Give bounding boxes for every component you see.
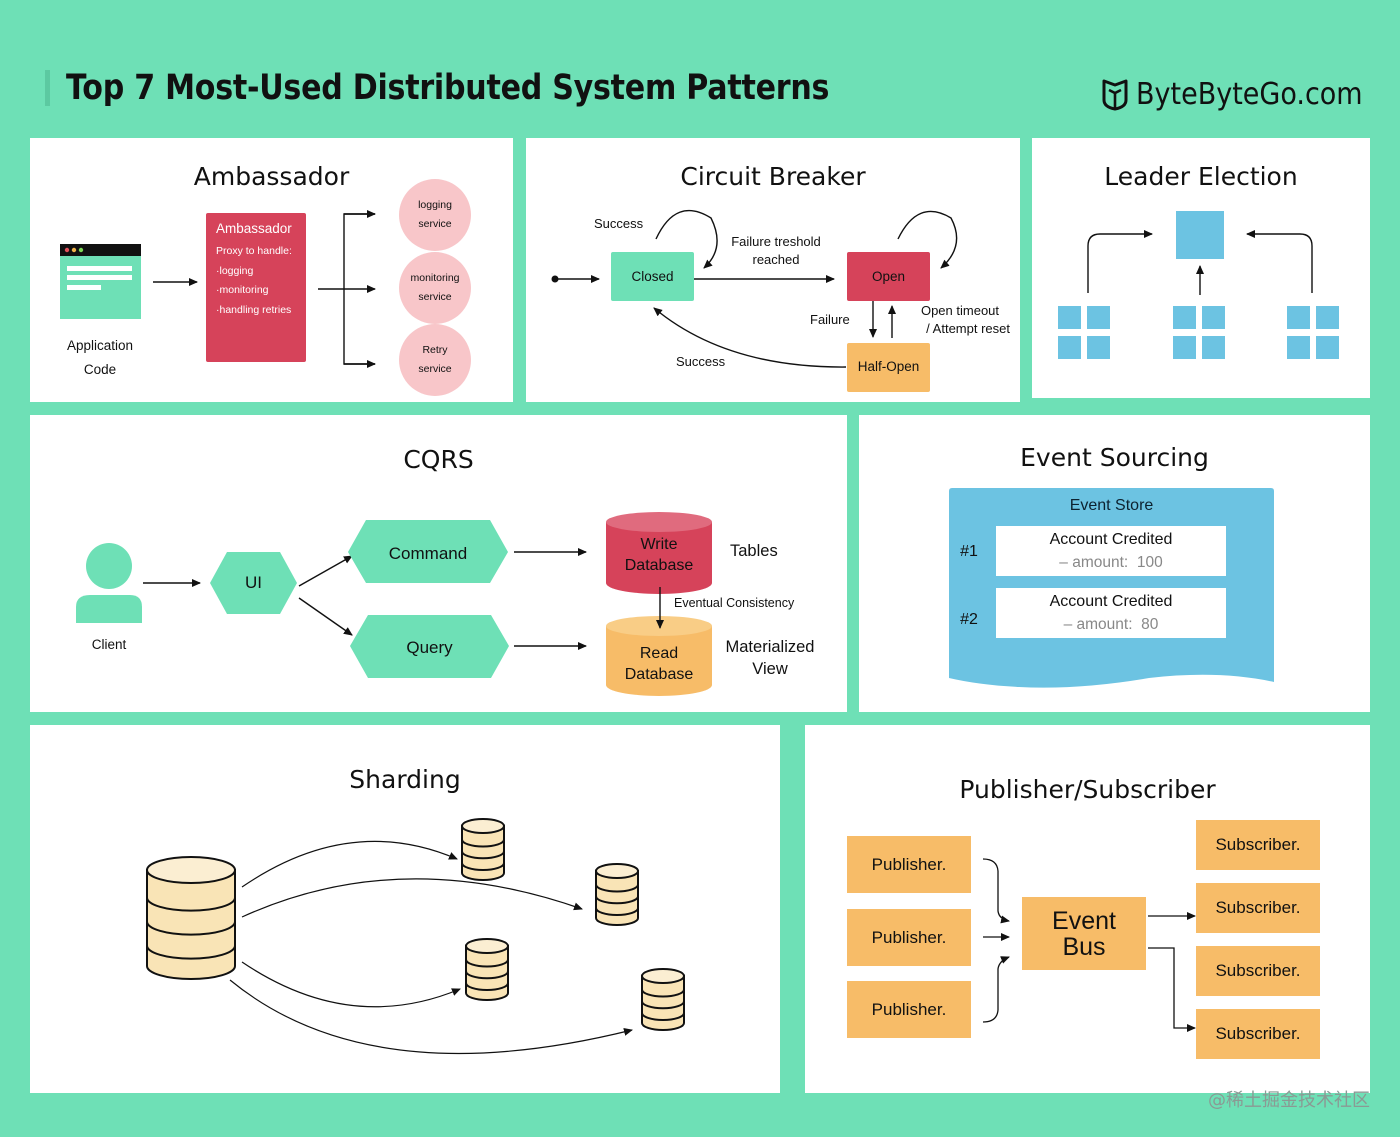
brand-name: ByteByteGo.com: [1136, 76, 1363, 112]
command-label: Command: [388, 544, 468, 563]
shard-cylinder-3: [465, 938, 509, 1001]
state-closed: [611, 252, 694, 301]
state-closed-label: Closed: [631, 269, 674, 284]
shard-cylinder-2: [595, 863, 639, 926]
card-title: Event Sourcing: [1020, 443, 1209, 472]
card-pubsub: Publisher/Subscriber Publisher. Publishe…: [805, 725, 1370, 1093]
card-sharding: Sharding: [30, 725, 780, 1093]
publisher-box: Publisher.: [847, 981, 971, 1038]
event-card-2: [996, 588, 1226, 638]
label-open-timeout: Open timeout/ Attempt reset: [920, 303, 1010, 336]
event-index-2: #2: [960, 611, 978, 628]
cqrs-diagram: [76, 512, 712, 696]
event-store-shape: [949, 488, 1274, 688]
card-title: Circuit Breaker: [680, 162, 866, 191]
event-name: Account Credited: [1049, 593, 1173, 610]
start-dot: [551, 275, 559, 283]
card-circuit-breaker: Circuit Breaker Closed Open Half-Open Su…: [526, 138, 1020, 402]
tables-label: Tables: [730, 542, 778, 560]
label-success-loop: Success: [594, 216, 644, 231]
event-detail: – amount: 80: [1063, 616, 1159, 633]
service-circle-monitoring: [399, 252, 471, 324]
brand[interactable]: ByteByteGo.com: [1100, 76, 1388, 112]
watermark: @稀土掘金技术社区: [1208, 1090, 1370, 1111]
shard-arrow-1: [241, 840, 458, 888]
service-circle-logging: [399, 179, 471, 251]
command-hexagon: [348, 520, 508, 583]
ambassador-proxy-box: [206, 213, 306, 362]
subscriber-box: Subscriber.: [1196, 1009, 1320, 1059]
circuit-breaker-diagram: [551, 209, 958, 392]
shard-arrow-4: [229, 979, 633, 1055]
card-title: CQRS: [403, 445, 474, 474]
card-title: Sharding: [349, 765, 461, 794]
ui-hexagon: [210, 552, 297, 614]
query-label: Query: [406, 638, 453, 657]
title-accent-bar: [45, 70, 50, 106]
label-failure: Failure: [810, 312, 850, 327]
publisher-box: Publisher.: [847, 836, 971, 893]
service-circle-retry: [399, 324, 471, 396]
sharding-diagram: [146, 818, 685, 1055]
follower-group-3: [1287, 306, 1339, 359]
publisher-box: Publisher.: [847, 909, 971, 966]
follower-group-2: [1173, 306, 1225, 359]
event-card-1: [996, 526, 1226, 576]
application-window-icon: [60, 244, 141, 319]
shard-arrow-2: [241, 878, 583, 918]
proxy-title: Ambassador: [216, 221, 292, 236]
shard-cylinder-4: [641, 968, 685, 1031]
card-title: Publisher/Subscriber: [959, 775, 1216, 804]
leader-node: [1176, 211, 1224, 259]
state-open: [847, 252, 930, 301]
subscriber-box: Subscriber.: [1196, 883, 1320, 933]
pubsub-diagram: [982, 858, 1196, 1032]
state-open-label: Open: [871, 269, 906, 284]
client-label: Client: [91, 637, 127, 652]
label-success-return: Success: [676, 354, 726, 369]
shard-cylinder-1: [461, 818, 505, 881]
event-1: Account Credited – amount: 100: [996, 528, 1226, 574]
state-half-open: [847, 343, 930, 392]
card-title: Ambassador: [193, 162, 350, 191]
ui-label: UI: [245, 573, 262, 592]
leader-election-diagram: [1058, 211, 1339, 359]
event-name: Account Credited: [1049, 531, 1173, 548]
client-person-icon: [76, 543, 142, 623]
follower-group-1: [1058, 306, 1110, 359]
card-event-sourcing: Event Sourcing Event Store #1 #2 Account…: [859, 415, 1370, 712]
card-title: Leader Election: [1104, 162, 1298, 191]
write-database-cylinder: [606, 512, 712, 594]
query-hexagon: [350, 615, 509, 678]
state-half-open-label: Half-Open: [857, 359, 920, 374]
event-detail: – amount: 100: [1059, 554, 1163, 571]
event-index-1: #1: [960, 543, 978, 560]
eventual-consistency-label: Eventual Consistency: [674, 596, 795, 610]
event-store-title: Event Store: [1069, 497, 1154, 514]
card-cqrs: CQRS Client UI Command Query Write: [30, 415, 847, 712]
shard-arrow-3: [241, 961, 461, 1008]
proxy-text: Ambassador Proxy to handle: ·logging ·mo…: [216, 221, 292, 316]
page-title: Top 7 Most-Used Distributed System Patte…: [66, 68, 830, 108]
bytebytego-logo-icon: [1102, 79, 1128, 111]
card-leader-election: Leader Election: [1032, 138, 1370, 398]
ambassador-diagram: [60, 179, 471, 396]
subscriber-box: Subscriber.: [1196, 946, 1320, 996]
main-database-cylinder: [146, 856, 236, 980]
event-2: Account Credited – amount: 80: [996, 590, 1226, 636]
subscriber-box: Subscriber.: [1196, 820, 1320, 870]
